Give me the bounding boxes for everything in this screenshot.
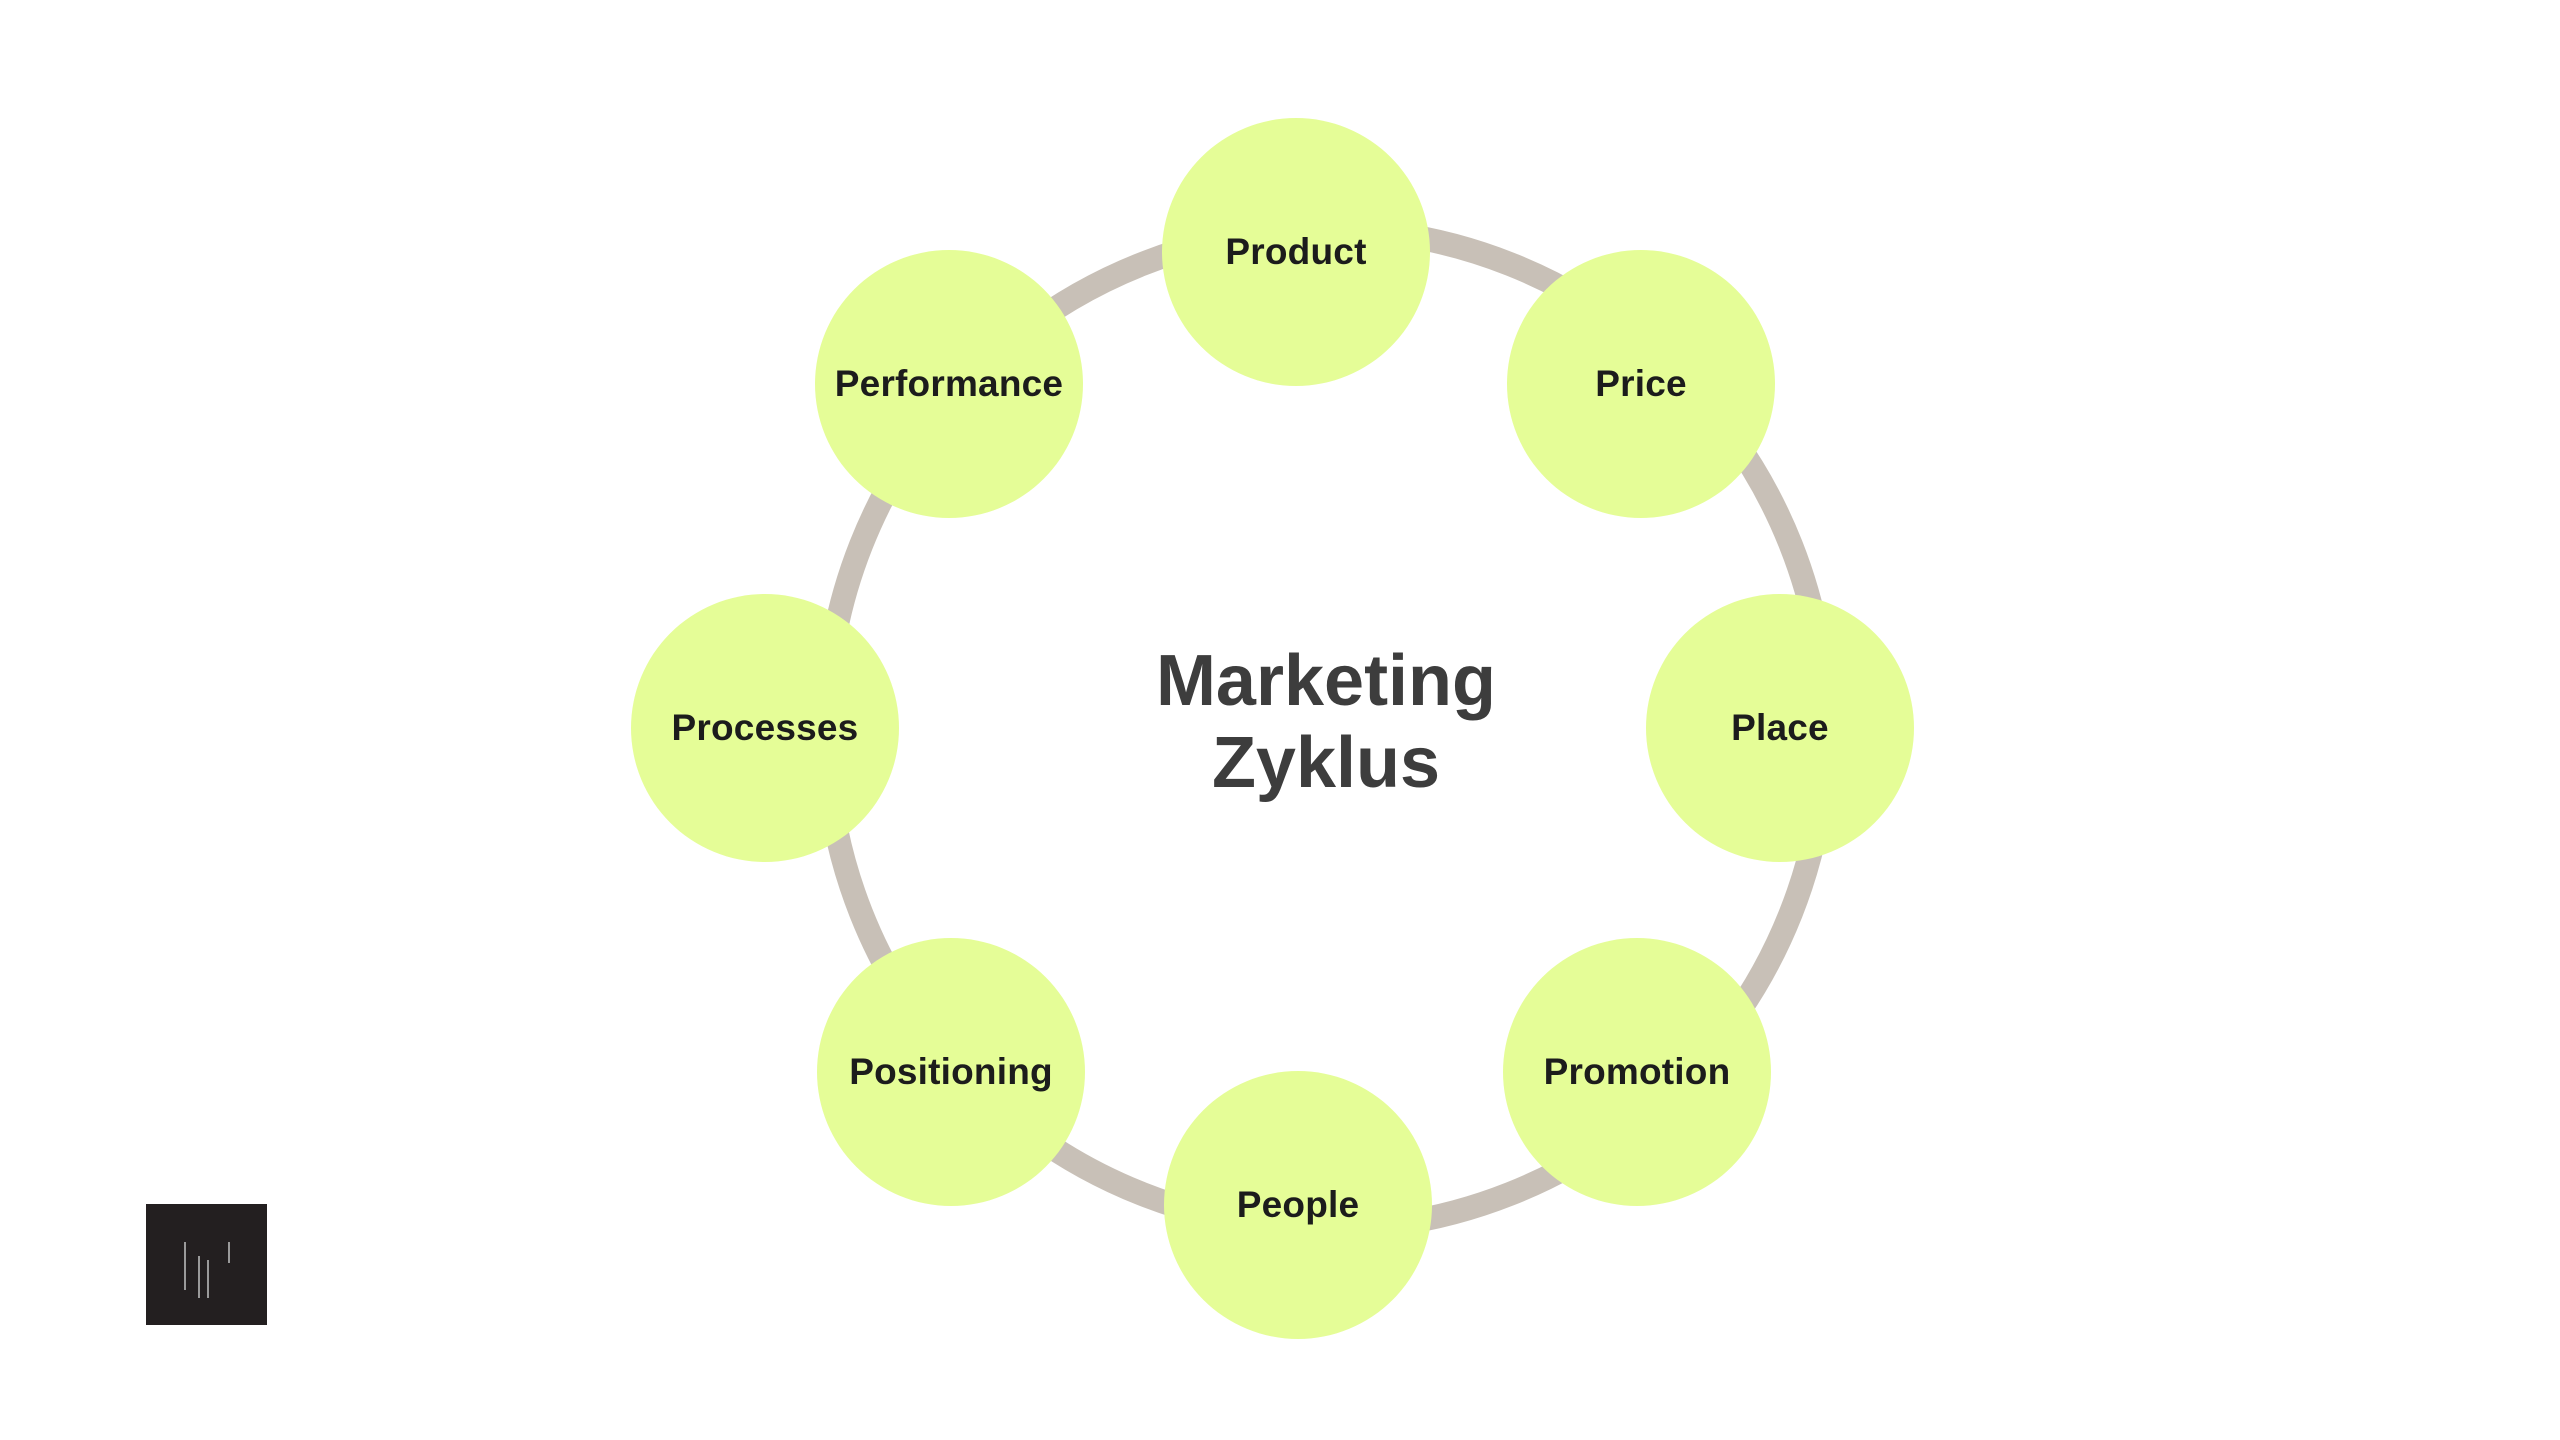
logo-bar (207, 1260, 209, 1298)
center-title: Marketing Zyklus (1076, 640, 1576, 804)
center-title-line-2: Zyklus (1211, 723, 1441, 803)
node-label: Product (1225, 231, 1367, 272)
node-place[interactable]: Place (1646, 594, 1914, 862)
node-label: Place (1731, 707, 1829, 748)
logo-bar (184, 1242, 186, 1290)
node-price[interactable]: Price (1507, 250, 1775, 518)
center-title-line-1: Marketing (1155, 641, 1497, 721)
node-label: People (1236, 1184, 1360, 1225)
node-processes[interactable]: Processes (631, 594, 899, 862)
logo-bar (198, 1256, 200, 1298)
node-people[interactable]: People (1164, 1071, 1432, 1339)
node-label: Positioning (849, 1051, 1053, 1092)
node-positioning[interactable]: Positioning (817, 938, 1085, 1206)
node-promotion[interactable]: Promotion (1503, 938, 1771, 1206)
brand-logo (146, 1204, 267, 1325)
node-label: Promotion (1543, 1051, 1731, 1092)
node-label: Performance (834, 363, 1064, 404)
node-label: Processes (671, 707, 859, 748)
node-product[interactable]: Product (1162, 118, 1430, 386)
node-performance[interactable]: Performance (815, 250, 1083, 518)
node-label: Price (1595, 363, 1687, 404)
logo-bar (228, 1242, 230, 1263)
